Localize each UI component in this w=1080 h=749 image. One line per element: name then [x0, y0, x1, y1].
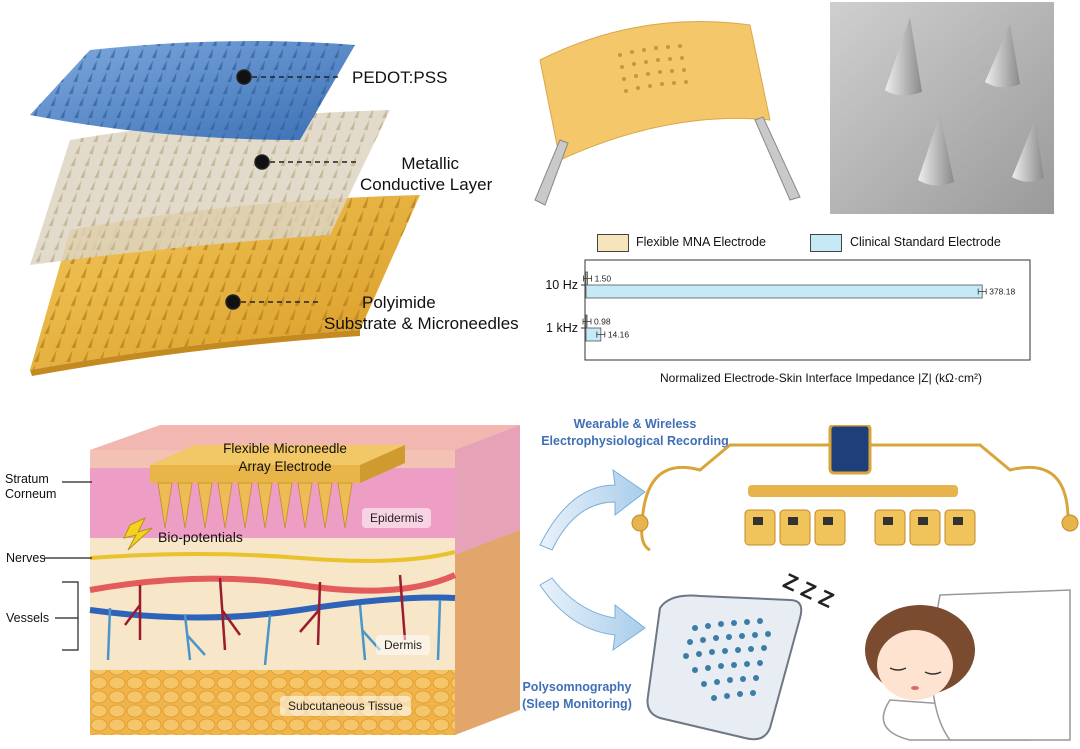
- chart-category-label: 10 Hz: [545, 278, 578, 292]
- chart-error-bar: [582, 318, 592, 325]
- polyimide-label-line1: Polyimide: [362, 293, 436, 312]
- legend-swatch-mna: [597, 234, 629, 252]
- electrode-label-line2: Array Electrode: [238, 459, 332, 474]
- dermis-tag: Dermis: [376, 635, 430, 655]
- legend-swatch-clinical: [810, 234, 842, 252]
- metallic-layer: [30, 110, 390, 265]
- stratum-label-line2: Corneum: [5, 487, 57, 501]
- biopotentials-label: Bio-potentials: [158, 529, 243, 545]
- subcutaneous-tag: Subcutaneous Tissue: [280, 696, 411, 716]
- skin-cross-section: [44, 425, 520, 735]
- pedot-label: PEDOT:PSS: [352, 68, 448, 87]
- chart-bar: [585, 284, 983, 299]
- wearable-label-line1: Wearable & Wireless: [573, 417, 697, 431]
- metallic-label-line1: Metallic: [401, 154, 459, 173]
- metallic-label: Metallic Conductive Layer: [360, 153, 492, 195]
- sem-image: [830, 2, 1054, 214]
- stratum-label: Stratum Corneum: [5, 472, 56, 502]
- chart-value-label: 0.98: [594, 317, 611, 327]
- electrode-label: Flexible Microneedle Array Electrode: [180, 440, 390, 476]
- chart-error-bar: [596, 331, 606, 338]
- stratum-label-line1: Stratum: [5, 472, 49, 486]
- legend-label-mna: Flexible MNA Electrode: [636, 235, 766, 249]
- application-arrows: [539, 468, 646, 652]
- impedance-bar-chart: Normalized Electrode-Skin Interface Impe…: [545, 259, 1031, 385]
- chart-error-bar: [583, 275, 592, 282]
- arrow-down-icon: [539, 577, 646, 652]
- chart-value-label: 1.50: [595, 274, 612, 284]
- layer-stack-illustration: [30, 41, 420, 376]
- psg-label-line1: Polysomnography: [522, 680, 632, 694]
- arrow-up-icon: [539, 468, 646, 551]
- electrode-photo: [520, 0, 810, 215]
- chart-category-label: 1 kHz: [546, 321, 578, 335]
- wearable-label-line2: Electrophysiological Recording: [541, 434, 729, 448]
- chart-plot-frame: [584, 259, 1031, 361]
- psg-device: [646, 594, 803, 741]
- sleeping-person: [865, 589, 1071, 741]
- metallic-label-line2: Conductive Layer: [360, 175, 493, 194]
- chart-value-label: 378.18: [989, 287, 1015, 297]
- chart-value-label: 14.16: [608, 330, 630, 340]
- polyimide-label: Polyimide Substrate & Microneedles: [324, 292, 519, 334]
- psg-label: Polysomnography (Sleep Monitoring): [522, 679, 632, 713]
- chart-error-bar: [977, 288, 987, 295]
- polyimide-label-line2: Substrate & Microneedles: [324, 314, 519, 333]
- legend-label-clinical: Clinical Standard Electrode: [850, 235, 1001, 249]
- leader-lines: [225, 69, 360, 310]
- wearable-label: Wearable & Wireless Electrophysiological…: [520, 416, 750, 450]
- wearable-device: [631, 425, 1079, 552]
- lightning-icon: [123, 516, 153, 551]
- pedot-layer: [30, 41, 355, 140]
- sem-needles: [885, 17, 1044, 186]
- vessels-label: Vessels: [6, 611, 50, 625]
- needle-grid: [618, 44, 688, 93]
- nerves-label: Nerves: [6, 551, 46, 565]
- psg-label-line2: (Sleep Monitoring): [522, 697, 632, 711]
- electrode-label-line1: Flexible Microneedle: [223, 441, 347, 456]
- epidermis-tag: Epidermis: [362, 508, 432, 528]
- chart-x-axis-title: Normalized Electrode-Skin Interface Impe…: [660, 371, 982, 385]
- skin-microneedles: [157, 482, 353, 529]
